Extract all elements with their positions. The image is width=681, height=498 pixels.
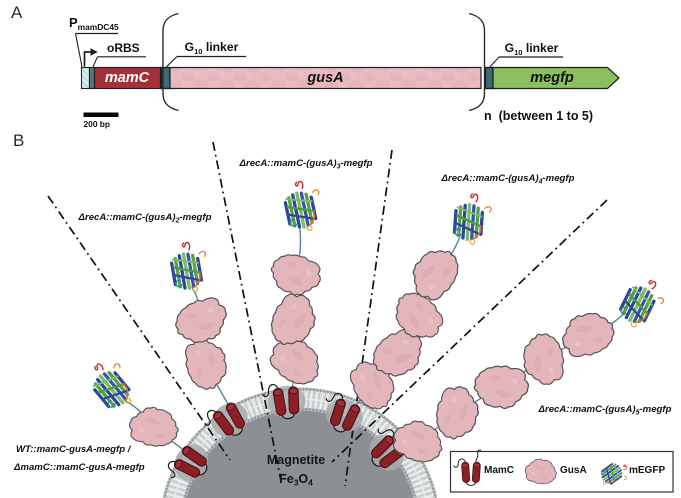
chain-gusa5 [359, 269, 674, 478]
mamc-gene-box [93, 66, 162, 90]
transcription-arrowhead [90, 48, 98, 56]
promoter-label-main: P [69, 15, 78, 30]
linker2-pointer-line [489, 56, 500, 68]
strain-gusa5-label: ΔrecA::mamC-(gusA)5-megfp [505, 403, 681, 416]
sector-divider-line [212, 141, 283, 487]
megfp-icon [436, 185, 503, 255]
core-formula-fe: Fe [279, 472, 294, 486]
gusa-blob [262, 286, 325, 354]
chain-gusa4 [317, 185, 503, 438]
strain-gusa2-label: ΔrecA::mamC-(gusA)2-megfp [45, 213, 245, 225]
panel-a-letter: A [11, 3, 23, 22]
strain-gusa3-label-post: -megfp [340, 158, 373, 169]
right-bracket [468, 12, 486, 112]
megfp-icon [157, 237, 217, 301]
core-formula-4: 4 [308, 477, 313, 488]
sector-divider-line [331, 199, 608, 463]
panel-b-letter: B [13, 131, 25, 150]
g10-linker-label-2: G10 linker [496, 40, 567, 57]
gusa-blob [556, 307, 620, 362]
chain-wt [82, 355, 216, 491]
core-formula-3: 3 [293, 477, 299, 488]
orbs-label: oRBS [107, 40, 140, 55]
gusa-blob [265, 247, 327, 303]
megfp-icon [272, 176, 330, 240]
chain-gusa3 [262, 176, 330, 421]
gene-construct [74, 12, 620, 117]
legend-box [449, 450, 674, 493]
gusa-blob [169, 292, 234, 350]
strain-gusa5-label-post: -megfp [639, 403, 672, 415]
promoter-label: PmamDC45 [69, 16, 119, 31]
membrane-outer-beads [162, 387, 438, 498]
megfp-gene-arrow [492, 66, 620, 90]
g10-linker-label-1-rest: linker [202, 40, 239, 54]
scale-bar [83, 112, 119, 117]
strain-gusa4-label: ΔrecA::mamC-(gusA)4-megfp [408, 174, 608, 186]
legend-label-mamc: MamC [484, 465, 515, 476]
strain-gusa3-label-sub: 3 [336, 163, 341, 171]
mamc-gene-label: mamC [104, 69, 150, 86]
strain-gusa2-label-post: -megfp [179, 212, 212, 223]
strain-wt-label-line2: ΔmamC::mamC-gusA-megfp [14, 462, 145, 473]
repeat-count-note: n (between 1 to 5) [484, 108, 594, 123]
gusa-blob [125, 402, 183, 452]
gusa-blob [471, 362, 531, 411]
gusa-blob [520, 331, 567, 387]
strain-gusa4-label-post: -megfp [542, 173, 575, 184]
g10-linker-label-2-rest: linker [522, 40, 559, 55]
megfp-icon [82, 355, 140, 419]
megfp-icon [604, 269, 674, 338]
strain-gusa3-label: ΔrecA::mamC-(gusA)3-megfp [206, 159, 406, 171]
magnetite-core [185, 410, 415, 498]
promoter-box [80, 66, 91, 90]
g10-linker-label-1-sub: 10 [194, 47, 203, 56]
legend-label-gusa: GusA [560, 465, 587, 476]
fusion-protein-chains [82, 176, 674, 491]
magnetite-core-circle [185, 410, 415, 498]
strain-gusa4-label-pre: ΔrecA::mamC-(gusA) [441, 173, 539, 184]
strain-gusa2-label-pre: ΔrecA::mamC-(gusA) [78, 212, 176, 223]
strain-wt-label-line1: WT::mamC-gusA-megfp / [16, 444, 131, 455]
promoter-pointer-line [74, 33, 83, 67]
g10-linker-strip-2 [484, 66, 494, 90]
core-formula-o: O [298, 472, 309, 486]
membrane-striation [166, 496, 175, 498]
g10-linker-label-1-main: G [184, 40, 195, 54]
megfp-gene-label: megfp [530, 69, 574, 86]
strain-gusa3-label-pre: ΔrecA::mamC-(gusA) [239, 158, 337, 169]
strain-gusa4-label-sub: 4 [538, 178, 543, 186]
strain-gusa5-label-sub: 5 [635, 409, 640, 416]
orbs-pointer-line [92, 56, 99, 68]
left-bracket [162, 12, 179, 112]
g10-linker-label-2-main: G [504, 40, 515, 55]
gusa-blob [430, 381, 485, 445]
sector-divider-line [47, 195, 231, 461]
core-label-magnetite: Magnetite [266, 453, 326, 467]
g10-linker-label-2-sub: 10 [514, 47, 523, 57]
g10-linker-label-1: G10 linker [176, 41, 247, 56]
strain-gusa2-label-sub: 2 [175, 217, 180, 225]
chain-gusa2 [157, 237, 255, 446]
gusa-blob [181, 334, 231, 393]
promoter-label-sub: mamDC45 [77, 22, 119, 32]
gusa-gene-label: gusA [307, 69, 344, 86]
scale-bar-label: 200 bp [83, 119, 111, 129]
legend-label-megfp: mEGFP [629, 465, 666, 476]
strain-gusa5-label-pre: ΔrecA::mamC-(gusA) [538, 403, 636, 415]
linker1-pointer-line [166, 56, 178, 68]
gusa-gene-box [169, 66, 482, 90]
core-label-formula: Fe3O4 [226, 473, 366, 487]
